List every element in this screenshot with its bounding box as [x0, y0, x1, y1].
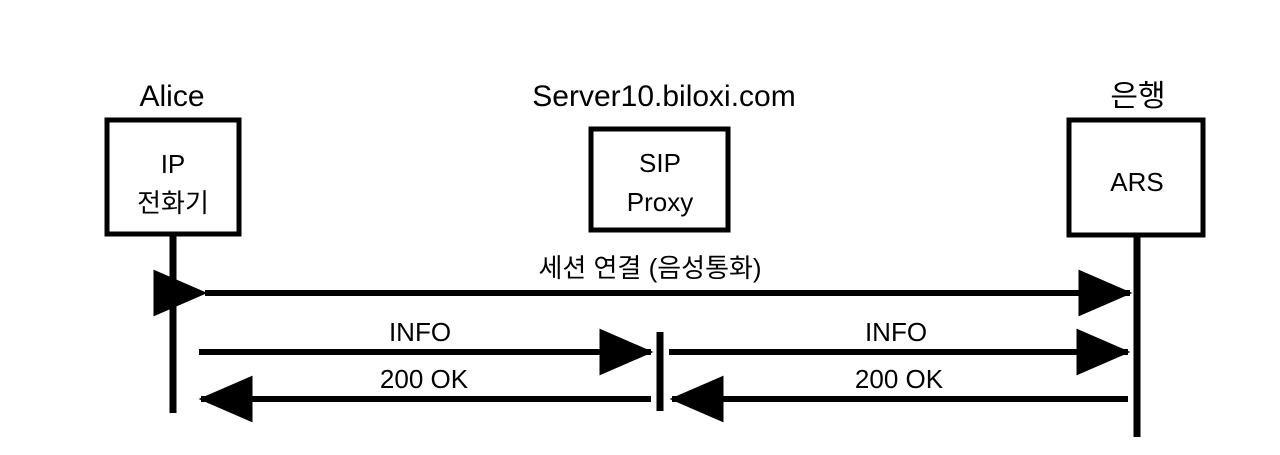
message-info-right[interactable]: INFO: [669, 317, 1131, 376]
participant-box-proxy[interactable]: [588, 126, 731, 233]
participant-box-line-bank-1: ARS: [1110, 167, 1163, 197]
message-session[interactable]: 세션 연결 (음성통화): [153, 253, 1133, 317]
message-ok-right[interactable]: 200 OK: [669, 364, 1128, 423]
message-ok-left[interactable]: 200 OK: [198, 364, 651, 423]
participant-title-alice: Alice: [139, 80, 204, 113]
participant-box-line-alice-2: 전화기: [137, 188, 209, 218]
participant-box-line-proxy-2: Proxy: [627, 187, 693, 217]
message-label-ok-right: 200 OK: [855, 364, 944, 394]
participant-title-bank: 은행: [1110, 80, 1165, 113]
message-label-session: 세션 연결 (음성통화): [538, 253, 761, 283]
message-label-ok-left: 200 OK: [380, 364, 469, 394]
message-label-info-right: INFO: [865, 317, 927, 347]
message-info-left[interactable]: INFO: [199, 317, 654, 376]
participant-alice: Alice IP 전화기: [104, 80, 242, 413]
participant-box-bank[interactable]: [1066, 117, 1206, 238]
participant-box-line-proxy-1: SIP: [639, 148, 681, 178]
participant-bank: 은행 ARS: [1066, 80, 1206, 437]
message-label-info-left: INFO: [389, 317, 451, 347]
participant-proxy: Server10.biloxi.com SIP Proxy: [532, 80, 796, 411]
participant-title-proxy: Server10.biloxi.com: [532, 80, 795, 113]
participant-box-line-alice-1: IP: [161, 149, 186, 179]
